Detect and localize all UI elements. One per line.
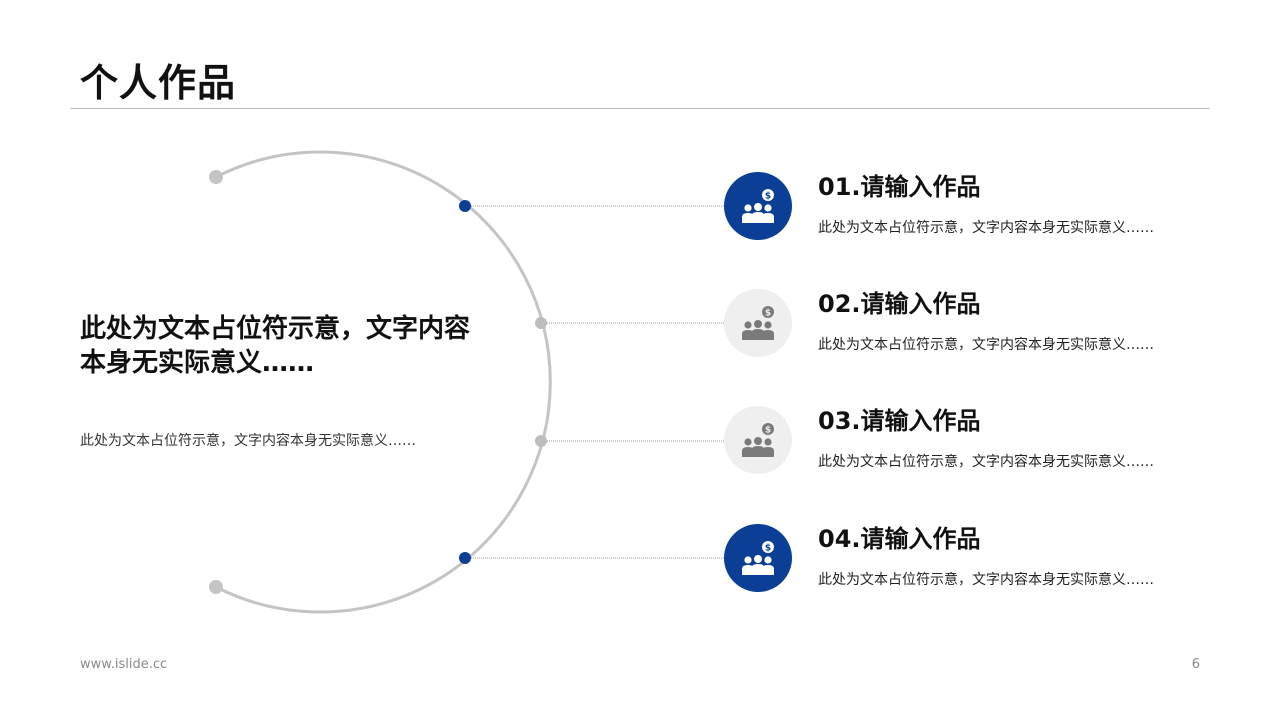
- people-money-icon: $: [724, 406, 792, 474]
- people-money-icon: $: [724, 524, 792, 592]
- arc-node-2: [535, 317, 547, 329]
- list-item: $ 04.请输入作品 此处为文本占位符示意，文字内容本身无实际意义……: [724, 524, 1224, 594]
- item-description: 此处为文本占位符示意，文字内容本身无实际意义……: [818, 220, 1154, 236]
- list-item: $ 01.请输入作品 此处为文本占位符示意，文字内容本身无实际意义……: [724, 172, 1224, 242]
- item-title: 01.请输入作品: [818, 173, 981, 201]
- item-title: 02.请输入作品: [818, 290, 981, 318]
- svg-text:$: $: [765, 192, 771, 202]
- footer-url[interactable]: www.islide.cc: [80, 657, 168, 672]
- svg-text:$: $: [765, 544, 771, 554]
- main-subtext: 此处为文本占位符示意，文字内容本身无实际意义……: [80, 433, 416, 449]
- item-title: 03.请输入作品: [818, 407, 981, 435]
- people-money-icon: $: [724, 172, 792, 240]
- svg-text:$: $: [765, 426, 771, 436]
- arc-path: [215, 150, 552, 614]
- slide-title: 个人作品: [80, 61, 237, 105]
- arc-node-3: [535, 435, 547, 447]
- title-divider: [70, 108, 1210, 109]
- main-headline: 此处为文本占位符示意，文字内容本身无实际意义……: [80, 314, 471, 378]
- arc-end-dot-bottom: [209, 580, 223, 594]
- item-description: 此处为文本占位符示意，文字内容本身无实际意义……: [818, 572, 1154, 588]
- item-description: 此处为文本占位符示意，文字内容本身无实际意义……: [818, 454, 1154, 470]
- arc-end-dot-top: [209, 170, 223, 184]
- page-number: 6: [1191, 657, 1200, 672]
- item-description: 此处为文本占位符示意，文字内容本身无实际意义……: [818, 337, 1154, 353]
- people-money-icon: $: [724, 289, 792, 357]
- item-title: 04.请输入作品: [818, 525, 981, 553]
- list-item: $ 03.请输入作品 此处为文本占位符示意，文字内容本身无实际意义……: [724, 406, 1224, 476]
- list-item: $ 02.请输入作品 此处为文本占位符示意，文字内容本身无实际意义……: [724, 289, 1224, 359]
- svg-text:$: $: [765, 309, 771, 319]
- arc-node-1: [459, 200, 471, 212]
- arc-node-4: [459, 552, 471, 564]
